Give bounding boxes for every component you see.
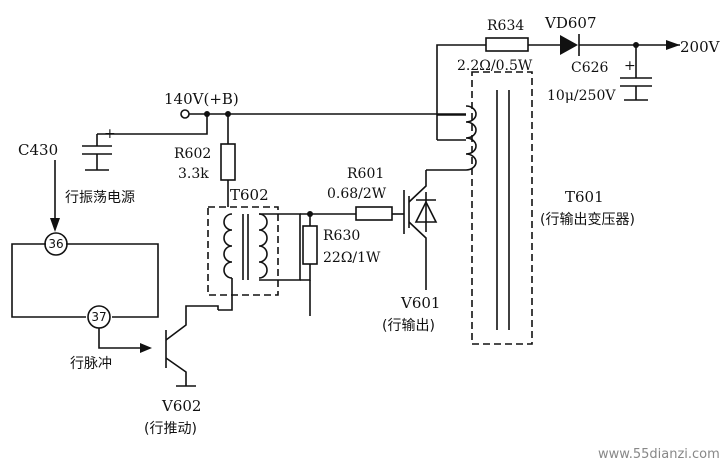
pin-36-label: 36 [48,237,63,251]
vd607-diode [560,34,680,56]
pin-37-label: 37 [91,310,106,324]
osc-supply-label: 行振荡电源 [65,190,135,206]
v601-desc: (行输出) [382,318,435,334]
v602-transistor [98,305,219,387]
r601-label: R601 [347,166,384,182]
t602-transformer [207,206,301,311]
r601-value: 0.68/2W [327,186,387,202]
v602-desc: (行推动) [144,421,197,437]
v601-label: V601 [400,294,440,312]
c430-label: C430 [18,141,58,159]
r630-value: 22Ω/1W [323,250,381,266]
r630-label: R630 [323,228,360,244]
h-pulse-label: 行脉冲 [70,356,112,372]
c430-plus: + [104,126,116,142]
r602-resistor [220,114,236,207]
vd607-label: VD607 [544,14,597,32]
output-200v-label: 200V [680,38,721,56]
r630-resistor [300,211,356,316]
watermark: www.55dianzi.com [598,447,720,462]
t601-desc: (行输出变压器) [540,212,635,228]
t602-label: T602 [230,186,269,204]
c626-label: C626 [571,60,609,76]
t601-transformer [426,71,533,345]
pin-36: 36 [44,232,68,256]
b-plus-label: 140V(+B) [164,90,239,108]
r602-value: 3.3k [178,166,209,182]
r634-label: R634 [487,18,524,34]
c626-value: 10μ/250V [547,88,616,104]
c430-capacitor [50,133,118,232]
pin-37: 37 [87,305,111,329]
r602-label: R602 [174,146,211,162]
b-plus-rail [118,109,466,135]
c626-capacitor [620,45,652,101]
v602-label: V602 [161,397,201,415]
v601-transistor [403,170,438,290]
c626-plus: + [624,58,636,74]
r634-resistor [436,37,560,140]
r601-resistor [355,206,404,221]
r634-value: 2.2Ω/0.5W [457,58,533,74]
t601-label: T601 [565,188,604,206]
ic-pins-box [11,243,159,318]
